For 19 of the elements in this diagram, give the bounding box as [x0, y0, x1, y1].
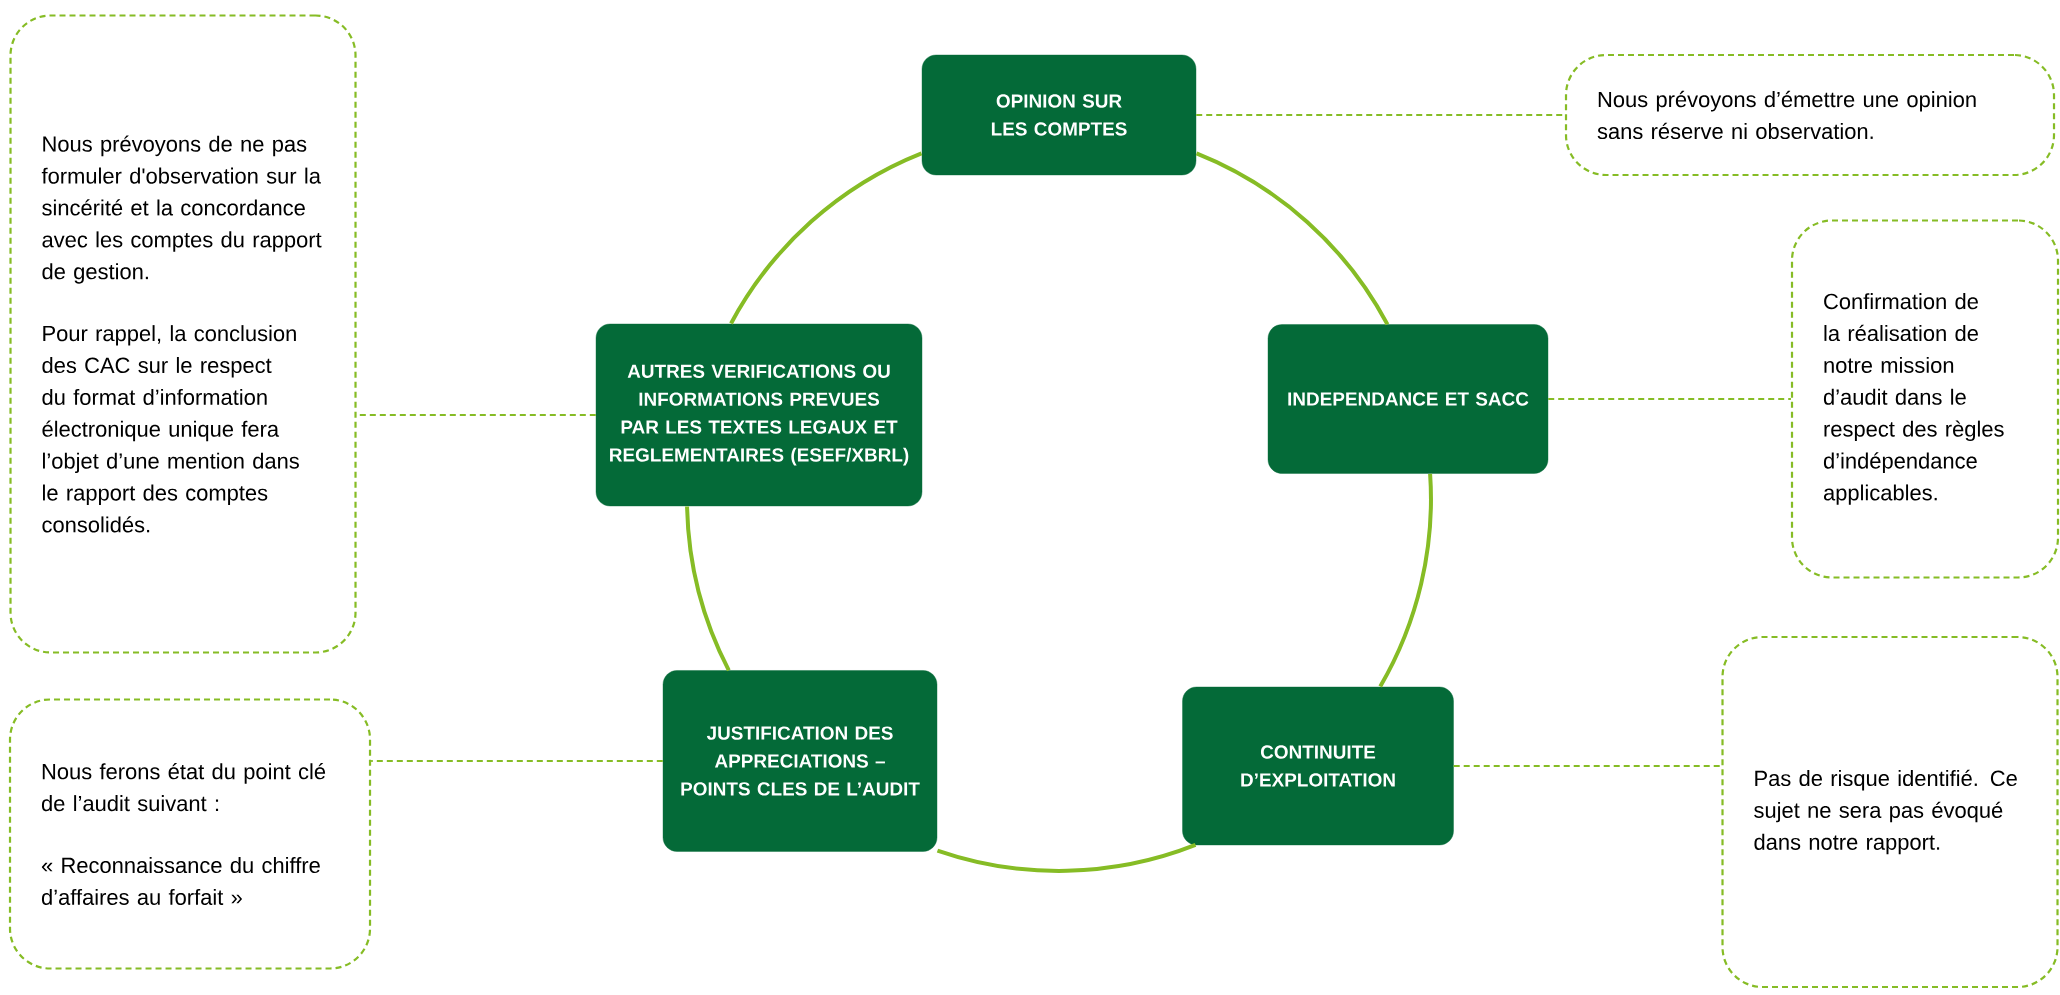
leader-line	[1453, 764, 1722, 768]
step-box: CONTINUITE D’EXPLOITATION	[1182, 686, 1454, 846]
ring-arc	[1195, 151, 1390, 326]
step-box: AUTRES VERIFICATIONS OU INFORMATIONS PREVUES PAR LES TEXTES LEGAUX ET REGLEMENTAIRES (ESEF/XBRL)	[595, 323, 923, 507]
step-box: OPINION SUR LES COMPTES	[921, 54, 1197, 176]
note-box: Nous prévoyons d’émettre une opinion sans réserve ni observation.	[1564, 53, 2056, 177]
step-box: INDEPENDANCE ET SACC	[1267, 324, 1549, 474]
leader-line	[371, 759, 663, 763]
note-box: Confirmation de la réalisation de notre mission d’audit dans le respect des règles d’indépendance applicables.	[1790, 219, 2060, 579]
ring-arc	[936, 843, 1197, 873]
ring-arc	[729, 151, 923, 325]
note-box: Nous ferons état du point clé de l’audit suivant : « Reconnaissance du chiffre d’affaires au forfait »	[8, 698, 372, 970]
leader-line	[1548, 397, 1791, 401]
ring-arc	[1378, 473, 1433, 688]
note-box: Pas de risque identifié. Ce sujet ne sera pas évoqué dans notre rapport.	[1721, 635, 2059, 989]
step-box: JUSTIFICATION DES APPRECIATIONS – POINTS CLES DE L’AUDIT	[662, 670, 938, 852]
leader-line	[1196, 113, 1565, 117]
note-box: Nous prévoyons de ne pas formuler d'observation sur la sincérité et la concordance avec les comptes du rapport de gestion. Pour rappel, la conclusion des CAC sur le respect du format d’information électronique unique fera l’objet d’une mention dans le rapport des comptes consolidés.	[9, 14, 357, 654]
ring-arc	[685, 506, 731, 672]
